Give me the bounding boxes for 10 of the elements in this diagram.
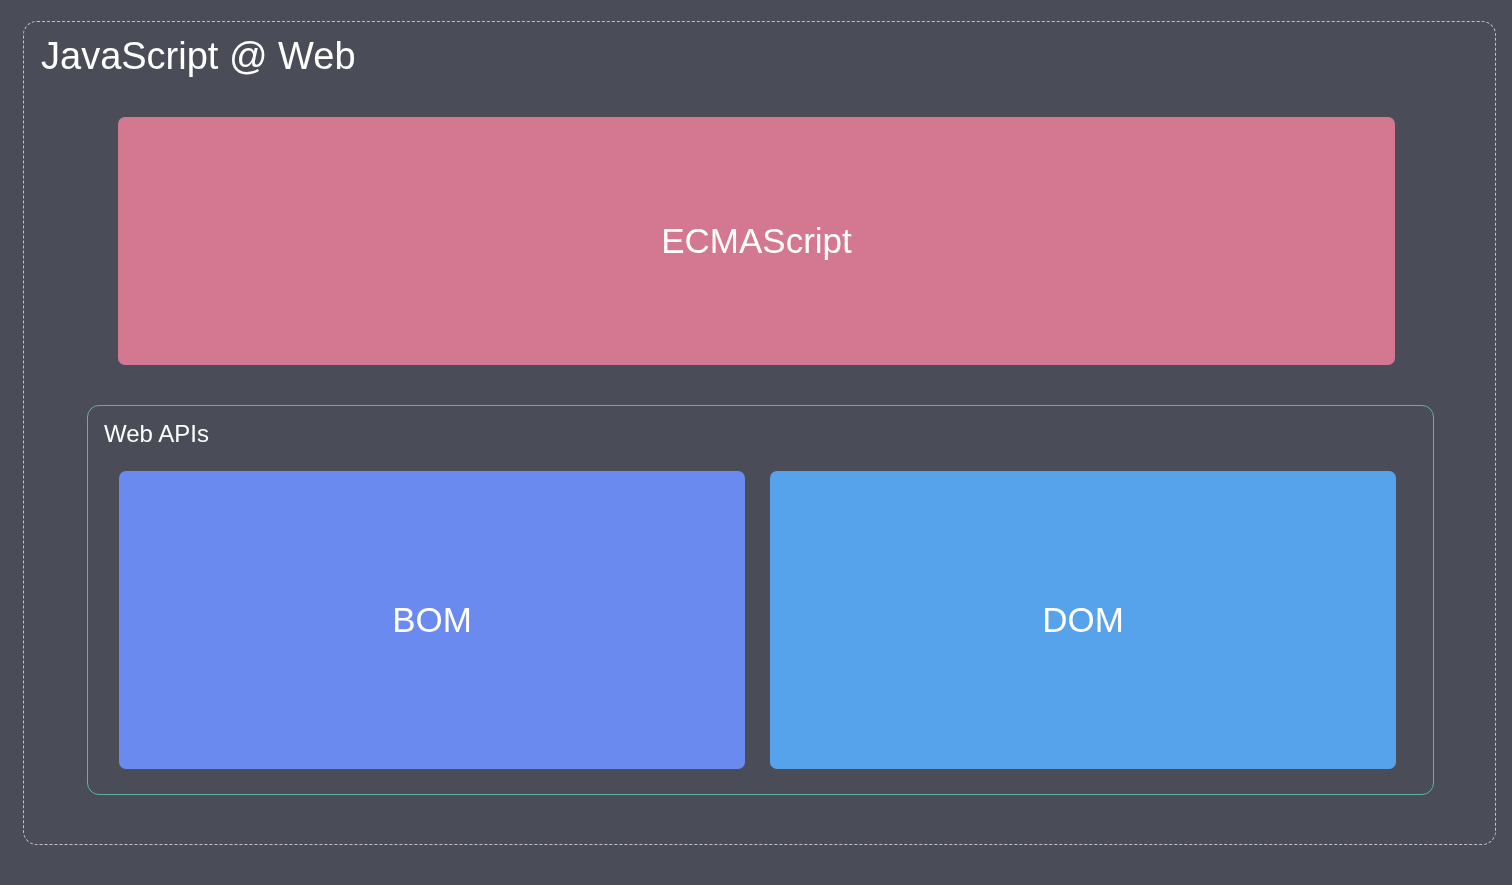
layer-block — [118, 117, 1395, 365]
dashed-frame — [23, 21, 1496, 845]
block-label: DOM — [1042, 600, 1124, 640]
layer-block — [770, 471, 1396, 769]
group-panel — [87, 405, 1434, 795]
block-label: BOM — [392, 600, 472, 640]
frame-heading: JavaScript @ Web — [41, 35, 356, 78]
group-heading: Web APIs — [104, 420, 209, 448]
block-label: ECMAScript — [661, 221, 852, 261]
layer-block — [119, 471, 745, 769]
